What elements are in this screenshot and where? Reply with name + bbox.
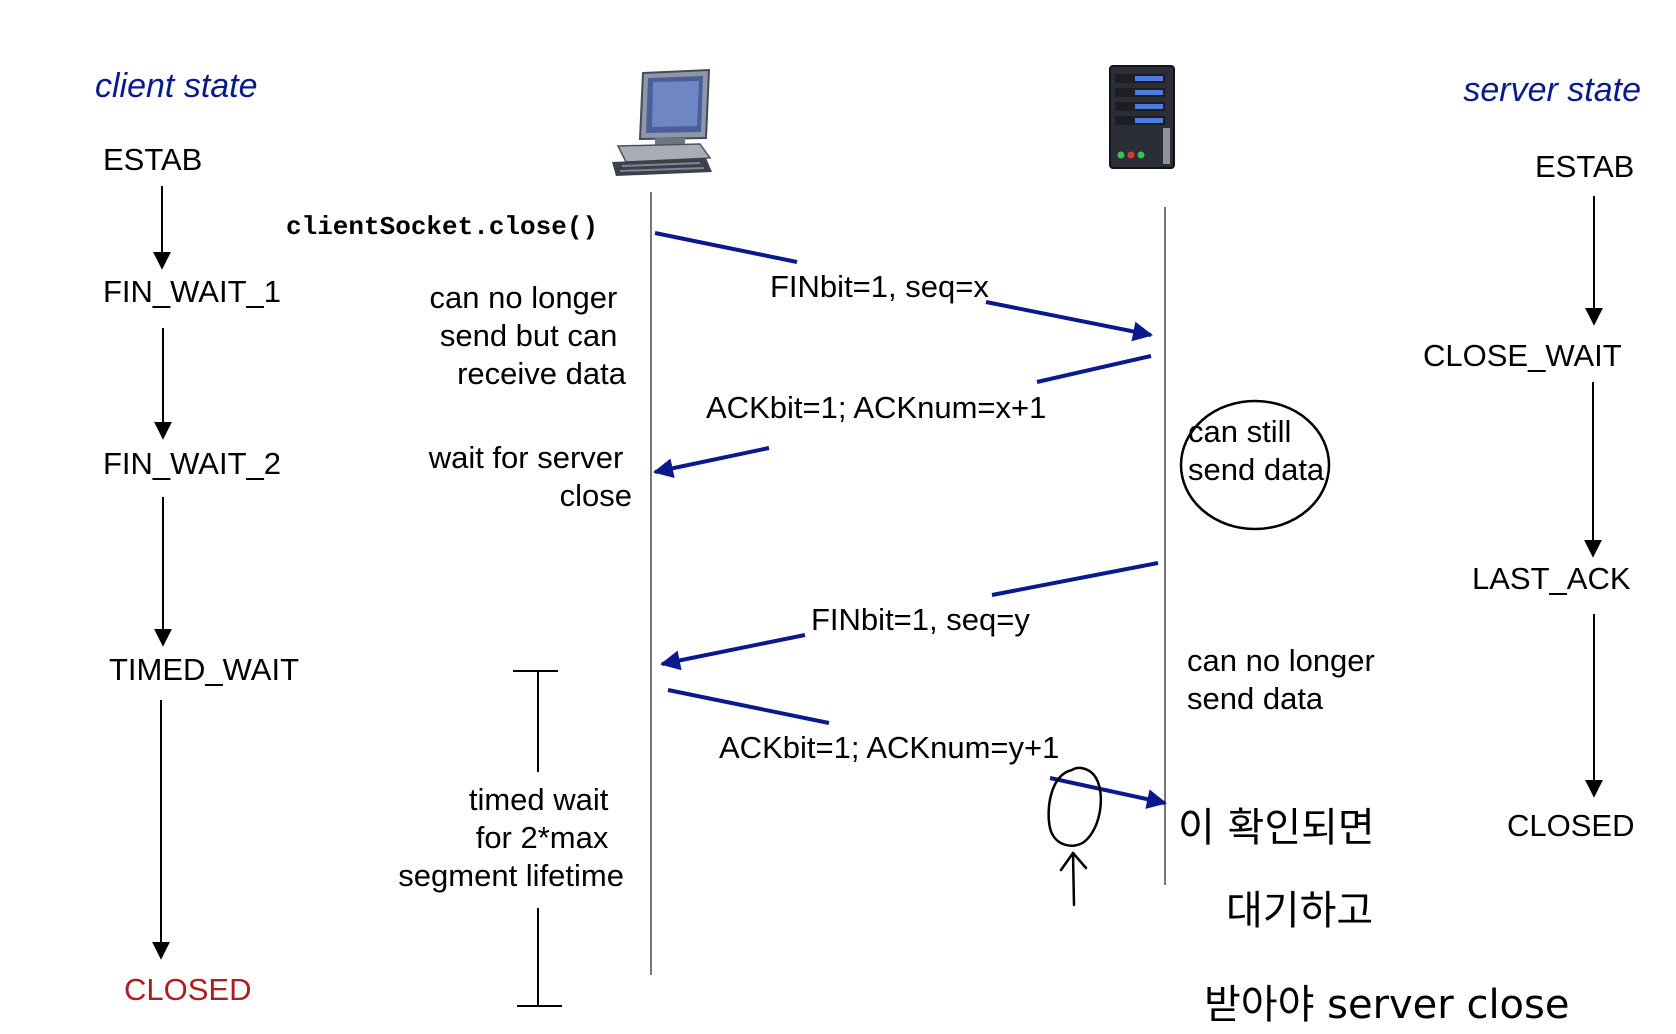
client-state-fin-wait-2: FIN_WAIT_2 (103, 446, 281, 481)
client-state-closed: CLOSED (124, 972, 251, 1007)
handwritten-line-3: 받아야 server close (1204, 982, 1569, 1028)
client-socket-close-call: clientSocket.close() (286, 212, 598, 242)
client-state-fin-wait-1: FIN_WAIT_1 (103, 274, 281, 309)
client-state-estab: ESTAB (103, 142, 202, 177)
client-state-machine: ESTAB FIN_WAIT_1 FIN_WAIT_2 TIMED_WAIT C… (103, 142, 299, 1007)
handwritten-annotation: 이 확인되면 대기하고 받아야 server close (1047, 766, 1569, 1028)
hand-drawn-arrow-head (1059, 851, 1088, 872)
handwritten-line-2: 대기하고 (1226, 888, 1373, 934)
server-state-header: server state (1463, 71, 1641, 109)
server-note-still-send: can still send data (1179, 399, 1331, 531)
client-note-timed-wait: timed wait for 2*max segment lifetime (398, 782, 624, 893)
server-state-closed: CLOSED (1507, 808, 1634, 843)
message-fin-y-label: FINbit=1, seq=y (811, 602, 1030, 637)
client-state-timed-wait: TIMED_WAIT (109, 652, 299, 687)
desktop-computer-icon (612, 68, 712, 176)
server-tower-icon (1109, 65, 1175, 169)
hand-drawn-circle (1047, 766, 1102, 847)
message-fin-y: FINbit=1, seq=y (660, 561, 1159, 671)
message-ack-x-label: ACKbit=1; ACKnum=x+1 (706, 390, 1046, 425)
server-state-close-wait: CLOSE_WAIT (1423, 338, 1622, 373)
server-note-still-send-text: can still send data (1188, 414, 1325, 487)
client-state-header: client state (95, 67, 258, 105)
message-fin-x: FINbit=1, seq=x (654, 231, 1153, 342)
server-state-last-ack: LAST_ACK (1472, 561, 1631, 596)
message-ack-y: ACKbit=1; ACKnum=y+1 (667, 688, 1167, 809)
client-note-fin-wait-1: can no longer send but can receive data (430, 280, 627, 391)
handwritten-line-1: 이 확인되면 (1178, 805, 1375, 851)
message-ack-y-label: ACKbit=1; ACKnum=y+1 (719, 730, 1059, 765)
server-state-estab: ESTAB (1535, 149, 1634, 184)
timed-wait-bracket (513, 670, 562, 1007)
server-state-machine: ESTAB CLOSE_WAIT LAST_ACK CLOSED (1423, 149, 1634, 843)
message-ack-x: ACKbit=1; ACKnum=x+1 (653, 354, 1152, 479)
note-circle (1179, 399, 1331, 531)
message-fin-x-label: FINbit=1, seq=x (770, 269, 989, 304)
hand-drawn-arrow-shaft (1071, 851, 1076, 907)
client-note-fin-wait-2: wait for server close (428, 440, 632, 513)
server-note-no-longer: can no longer send data (1187, 643, 1384, 716)
